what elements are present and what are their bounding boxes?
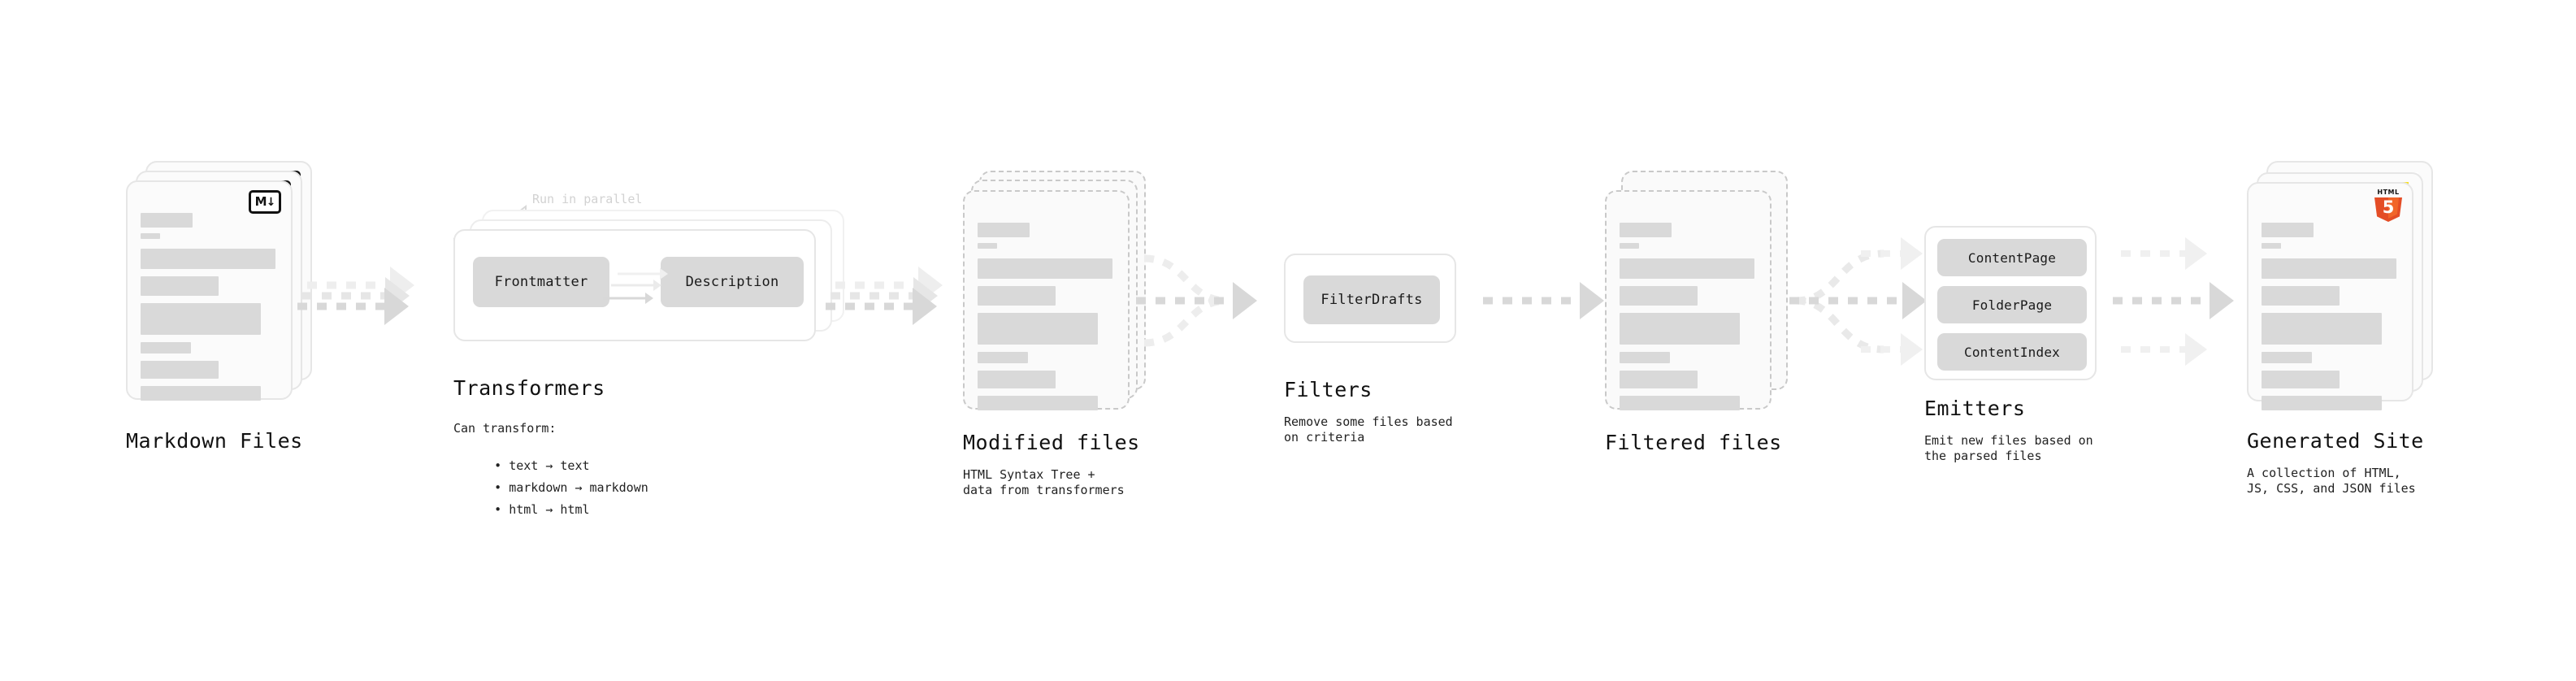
markdown-icon: M↓ — [249, 190, 281, 214]
doc-content-bars — [141, 213, 280, 406]
flow-arrow — [2113, 282, 2235, 319]
flow-arrow — [297, 288, 410, 325]
transformer-inner-arrow — [603, 293, 663, 304]
emitter-chip-folderpage[interactable]: FolderPage — [1937, 286, 2087, 323]
flow-arrow — [826, 288, 938, 325]
transformers-subtitle-heading: Can transform: — [453, 421, 557, 436]
doc-content-bars — [1620, 223, 1759, 416]
generated-file-card-front: HTML 5 — [2247, 182, 2413, 410]
bullet-text: markdown → markdown — [509, 479, 648, 495]
emitter-chip-contentindex[interactable]: ContentIndex — [1937, 333, 2087, 371]
doc-bar — [2262, 352, 2312, 363]
doc-bar — [2262, 258, 2396, 279]
transformers-title: Transformers — [453, 376, 605, 400]
doc-bar — [978, 286, 1056, 306]
filters-subtitle: Remove some files based on criteria — [1284, 414, 1453, 445]
filters-box: FilterDrafts — [1284, 254, 1456, 343]
emitters-title: Emitters — [1924, 397, 2026, 420]
emitter-chip-contentpage[interactable]: ContentPage — [1937, 239, 2087, 276]
doc-bar — [1620, 313, 1740, 345]
bullet-dot: • — [494, 479, 510, 495]
flow-arrow-faint — [1861, 236, 1942, 271]
flow-arrow-faint — [1861, 332, 1942, 367]
flow-arrow — [1789, 282, 1928, 319]
flow-arrow-faint — [2121, 236, 2227, 271]
html5-word: HTML — [2377, 189, 2400, 196]
doc-bar — [2262, 396, 2382, 410]
doc-bar — [141, 361, 219, 379]
modified-files-subtitle: HTML Syntax Tree + data from transformer… — [963, 467, 1125, 497]
modified-files-title: Modified files — [963, 431, 1140, 454]
doc-content-bars — [2262, 223, 2400, 416]
doc-content-bars — [978, 223, 1117, 416]
flow-arrow — [1136, 282, 1258, 319]
transformers-bullet-1: • markdown → markdown — [465, 465, 648, 510]
bullet-dot: • — [494, 458, 510, 473]
markdown-badge-letter: M — [254, 194, 267, 209]
doc-bar — [978, 371, 1056, 388]
doc-bar — [141, 233, 160, 239]
doc-bar — [978, 352, 1028, 363]
doc-bar — [2262, 286, 2340, 306]
generated-site-subtitle: A collection of HTML, JS, CSS, and JSON … — [2247, 466, 2416, 496]
doc-bar — [978, 243, 997, 249]
bullet-text: html → html — [509, 501, 590, 517]
doc-bar — [1620, 243, 1639, 249]
doc-bar — [1620, 286, 1698, 306]
filters-title: Filters — [1284, 378, 1373, 401]
doc-bar — [1620, 352, 1670, 363]
doc-bar — [141, 276, 219, 296]
doc-bar — [2262, 223, 2314, 237]
transformer-chip-description[interactable]: Description — [661, 257, 804, 307]
doc-bar — [978, 313, 1098, 345]
doc-bar — [1620, 396, 1740, 410]
doc-bar — [141, 303, 261, 335]
bullet-dot: • — [494, 501, 510, 517]
doc-bar — [141, 342, 191, 354]
transformers-bullet-0: • text → text — [465, 443, 590, 488]
flow-arrow-faint — [2121, 332, 2227, 367]
markdown-files-title: Markdown Files — [126, 429, 303, 453]
doc-bar — [2262, 243, 2281, 249]
doc-bar — [1620, 223, 1672, 237]
emitters-subtitle: Emit new files based on the parsed files — [1924, 433, 2093, 463]
transformers-bullet-2: • html → html — [465, 487, 590, 532]
filtered-files-title: Filtered files — [1605, 431, 1782, 454]
markdown-file-card-front: M↓ — [126, 180, 293, 401]
filtered-file-card-front — [1605, 190, 1772, 410]
doc-bar — [141, 213, 193, 228]
transformer-inner-arrow — [618, 268, 678, 280]
generated-site-title: Generated Site — [2247, 429, 2424, 453]
doc-bar — [978, 258, 1112, 279]
flow-arrow — [1483, 282, 1605, 319]
doc-bar — [1620, 371, 1698, 388]
filter-chip-filterdrafts[interactable]: FilterDrafts — [1303, 275, 1440, 324]
doc-bar — [978, 396, 1098, 410]
modified-file-card-front — [963, 190, 1130, 410]
bullet-text: text → text — [509, 458, 590, 473]
doc-bar — [1620, 258, 1754, 279]
doc-bar — [2262, 313, 2382, 345]
transformer-chip-frontmatter[interactable]: Frontmatter — [473, 257, 609, 307]
transformer-inner-arrow — [611, 280, 671, 291]
html5-icon: HTML 5 — [2374, 189, 2402, 222]
markdown-badge-arrow: ↓ — [266, 195, 276, 209]
doc-bar — [978, 223, 1030, 237]
run-in-parallel-label: Run in parallel — [532, 192, 643, 206]
html5-digit: 5 — [2382, 197, 2395, 217]
doc-bar — [141, 386, 261, 401]
doc-bar — [141, 249, 275, 269]
emitters-box: ContentPage FolderPage ContentIndex — [1924, 226, 2097, 380]
doc-bar — [2262, 371, 2340, 388]
